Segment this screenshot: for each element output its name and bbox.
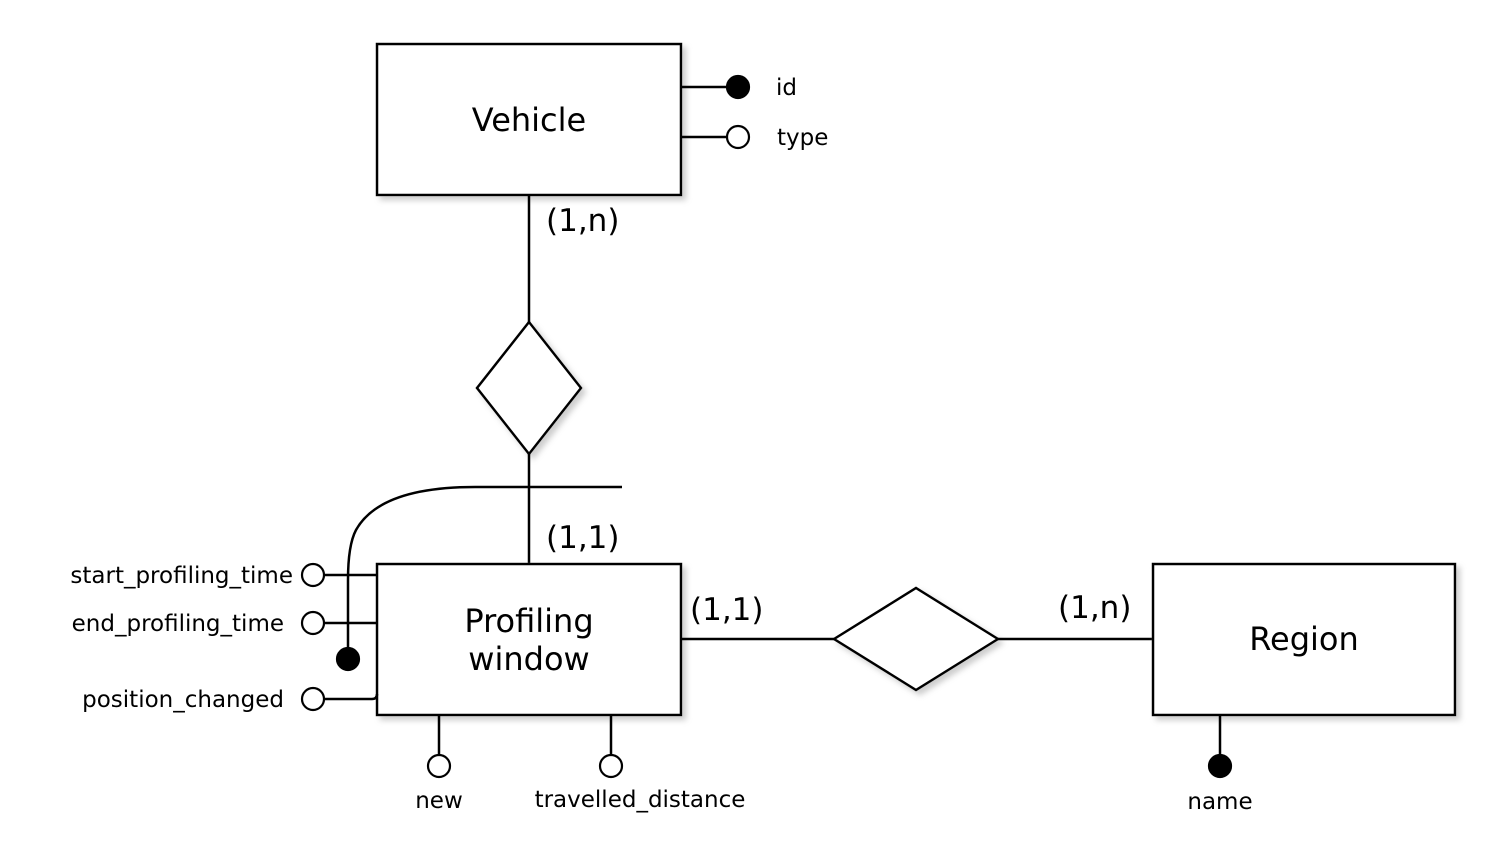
- entity-vehicle: Vehicle: [375, 42, 683, 197]
- entity-profiling-window-label-line1: Profiling: [464, 602, 593, 640]
- attribute-label: end_profiling_time: [72, 611, 284, 637]
- entity-region-label: Region: [1249, 620, 1359, 658]
- cardinality-profiling-window-region: (1,1): [690, 592, 764, 628]
- attribute-label: new: [415, 788, 463, 814]
- relationship-diamond: [475, 319, 583, 457]
- entity-vehicle-label: Vehicle: [472, 101, 586, 139]
- attribute-start-profiling-time: start_profiling_time: [70, 562, 377, 589]
- external-identifier-line: [346, 485, 622, 659]
- attribute-vehicle-type: type: [681, 124, 828, 151]
- external-identifier-marker: [335, 646, 361, 672]
- attribute-connector: [324, 693, 379, 701]
- identifier-marker: [1207, 753, 1233, 779]
- attribute-label: position_changed: [82, 687, 284, 713]
- attribute-travelled-distance: travelled_distance: [535, 715, 746, 813]
- cardinality-profiling-window-vehicle: (1,1): [546, 520, 620, 556]
- attribute-marker: [300, 610, 326, 636]
- attribute-end-profiling-time: end_profiling_time: [72, 610, 377, 637]
- entity-region-box: [1151, 562, 1457, 717]
- entity-profiling-window-box: [375, 562, 683, 717]
- relationship-vehicle-profiling: (1,n) (1,1): [475, 195, 620, 564]
- attribute-marker: [426, 753, 452, 779]
- attribute-marker: [300, 562, 326, 588]
- relationship-profiling-region: (1,1) (1,n): [681, 586, 1153, 692]
- cardinality-region: (1,n): [1058, 590, 1131, 626]
- relationship-diamond: [831, 586, 1001, 692]
- attribute-position-changed: position_changed: [82, 686, 379, 713]
- attribute-label: start_profiling_time: [70, 563, 293, 589]
- attribute-vehicle-id: id: [681, 74, 797, 101]
- attribute-marker: [598, 753, 624, 779]
- entity-profiling-window: Profiling window: [375, 562, 683, 717]
- attribute-marker: [300, 686, 326, 712]
- attribute-label: name: [1187, 789, 1252, 815]
- attribute-label: id: [776, 75, 797, 101]
- attribute-marker: [725, 124, 751, 150]
- attribute-new: new: [415, 715, 463, 814]
- entity-profiling-window-label-line2: window: [468, 640, 589, 678]
- entity-vehicle-box: [375, 42, 683, 197]
- attribute-label: travelled_distance: [535, 787, 746, 813]
- cardinality-vehicle: (1,n): [546, 203, 619, 239]
- attribute-label: type: [777, 125, 828, 151]
- attribute-region-name: name: [1187, 715, 1253, 815]
- entity-region: Region: [1151, 562, 1457, 717]
- identifier-marker: [725, 74, 751, 100]
